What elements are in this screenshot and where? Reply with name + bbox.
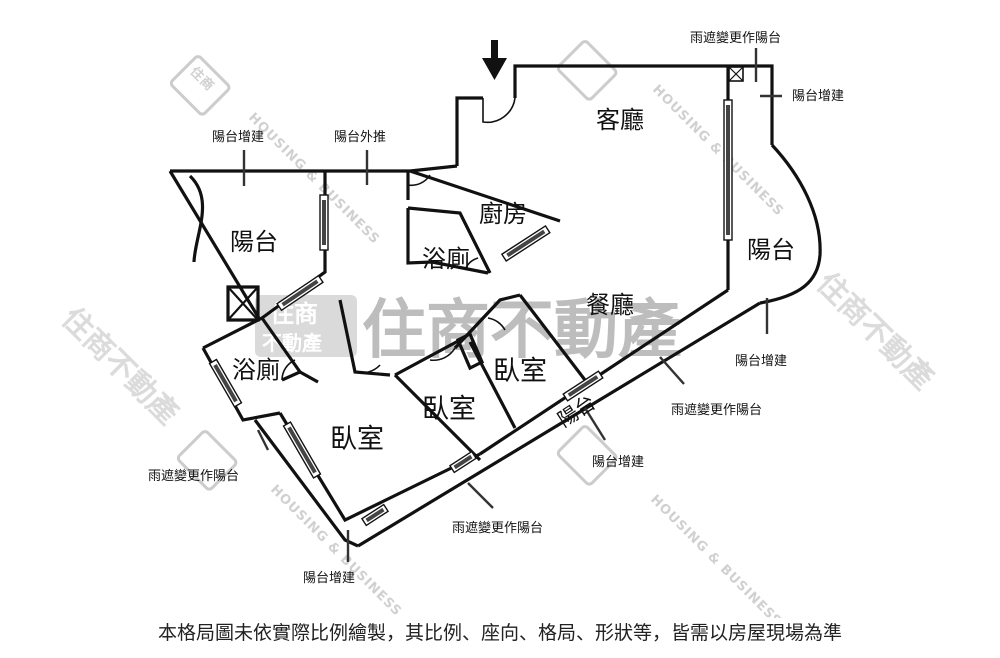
room-labels: 客廳 廚房 浴廁 餐廳 臥室 臥室 臥室 浴廁 陽台 陽台 陽台	[230, 106, 795, 455]
window	[500, 224, 551, 262]
watermark-logo	[176, 430, 238, 491]
disclaimer-text: 本格局圖未依實際比例繪製，其比例、座向、格局、形狀等，皆需以房屋現場為準	[157, 622, 842, 644]
room-label-bath-left: 浴廁	[232, 356, 280, 384]
room-label-bedroom-large: 臥室	[330, 424, 384, 455]
note-left-awning: 雨遮變更作陽台	[148, 468, 239, 484]
window	[319, 194, 329, 251]
watermark-english: HOUSING & BUSINESS	[647, 492, 784, 618]
bedroom-door-middle	[429, 347, 456, 362]
room-label-balcony-left: 陽台	[230, 228, 278, 256]
watermark-english: HOUSING & BUSINESS	[649, 82, 786, 219]
kitchen-door	[407, 174, 431, 187]
window	[276, 274, 324, 312]
window	[360, 503, 390, 527]
bedroom-door-right	[487, 317, 506, 331]
note-right-awning: 雨遮變更作陽台	[671, 402, 762, 418]
note-top-push-out: 陽台外推	[334, 130, 386, 145]
room-label-bedroom-middle: 臥室	[422, 394, 476, 425]
bedroom-door-large	[354, 364, 381, 374]
watermark-logo	[556, 40, 618, 101]
callout-lines	[242, 48, 782, 562]
window	[208, 358, 243, 408]
note-top-right-awning: 雨遮變更作陽台	[690, 30, 781, 46]
window	[723, 99, 733, 241]
utility-shaft	[728, 66, 744, 82]
note-top-right-extension: 陽台增建	[792, 89, 844, 104]
note-bottom-extension: 陽台增建	[303, 571, 355, 586]
doors	[281, 97, 516, 381]
room-label-kitchen: 廚房	[479, 200, 527, 228]
entrance-door	[482, 97, 516, 124]
floor-plan: 住商不動產 住商不動產 HOUSING & BUSINESS HOUSING &…	[54, 30, 940, 618]
annotation-notes: 雨遮變更作陽台 陽台增建 陽台增建 陽台外推 陽台增建 雨遮變更作陽台 陽台增建…	[148, 30, 844, 586]
note-right-extension: 陽台增建	[735, 354, 787, 369]
watermark-tile: 住商不動產	[809, 266, 940, 397]
bath-door-upper	[464, 257, 479, 271]
walls	[168, 64, 822, 548]
room-label-bath-upper: 浴廁	[422, 245, 470, 273]
note-middle-extension: 陽台增建	[592, 455, 644, 470]
room-label-balcony-right: 陽台	[747, 236, 795, 264]
window	[448, 450, 478, 474]
window	[282, 421, 322, 479]
watermark-logo: 住商	[169, 55, 231, 116]
windows	[208, 99, 733, 527]
watermark-tile: 住商不動產	[54, 301, 185, 432]
room-label-dining: 餐廳	[586, 291, 634, 319]
svg-text:不動產: 不動產	[262, 331, 322, 355]
note-top-left-extension: 陽台增建	[212, 130, 264, 145]
room-label-bedroom-right: 臥室	[493, 356, 547, 387]
watermark-logo	[556, 425, 618, 486]
note-bottom-awning: 雨遮變更作陽台	[452, 520, 543, 536]
room-label-living: 客廳	[596, 106, 644, 134]
bath-door-left	[281, 359, 296, 381]
watermark-center-logo: 住商 不動產	[255, 295, 357, 357]
entrance-arrow-icon	[482, 40, 507, 80]
window	[562, 370, 604, 402]
